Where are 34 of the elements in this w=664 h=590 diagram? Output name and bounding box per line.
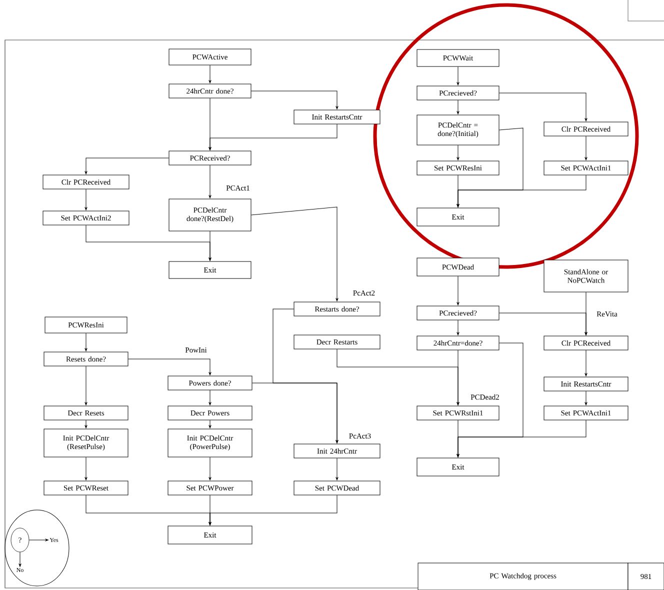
arrow: [84, 420, 88, 428]
arrow: [456, 66, 460, 86]
arrow: [584, 292, 588, 336]
arrow: [84, 366, 88, 406]
arrow: [128, 358, 212, 376]
arrow: [251, 90, 338, 110]
arrow: [84, 457, 88, 480]
arrow: [28, 538, 48, 542]
arrow: [18, 552, 22, 567]
arrow: [584, 350, 588, 376]
arrow: [84, 189, 88, 210]
arrow: [84, 158, 169, 174]
arrow: [251, 206, 338, 302]
arrow: [208, 65, 212, 84]
arrow: [456, 420, 586, 458]
arrow: [208, 495, 338, 526]
arrow: [336, 458, 338, 480]
arrow: [208, 390, 212, 406]
arrow: [456, 350, 460, 406]
arrow: [584, 391, 588, 406]
arrow: [208, 124, 338, 150]
arrow: [584, 136, 588, 160]
arrow: [456, 175, 586, 208]
arrow: [208, 420, 212, 428]
arrow: [499, 92, 588, 122]
arrow: [208, 165, 212, 198]
arrow: [208, 457, 212, 480]
arrow: [456, 320, 460, 336]
arrow: [456, 100, 460, 114]
arrow: [456, 276, 460, 306]
arrow: [456, 145, 460, 160]
arrow: [84, 333, 88, 352]
arrow: [208, 231, 212, 261]
arrow: [252, 382, 338, 444]
